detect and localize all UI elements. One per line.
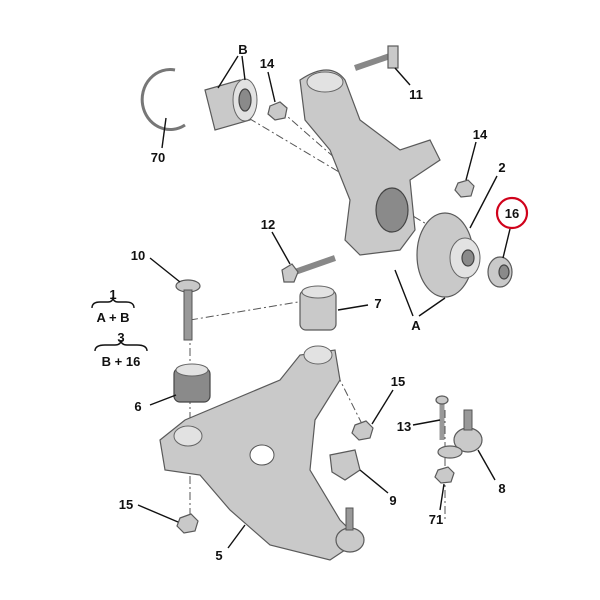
label-5: 5 — [215, 548, 222, 563]
label-14: 14 — [473, 127, 488, 142]
bushing-7 — [299, 285, 337, 331]
lower-control-arm-5 — [159, 345, 361, 561]
label-70: 70 — [151, 150, 165, 165]
nut-71 — [434, 466, 455, 484]
label-12: 12 — [261, 217, 275, 232]
label-kit-1: 1 — [109, 287, 116, 302]
label-kit-3-parts: B + 16 — [102, 354, 141, 369]
label-14: 14 — [260, 56, 275, 71]
wheel-hub-2 — [416, 212, 481, 298]
nut-14 — [267, 101, 288, 121]
label-a: A — [411, 318, 421, 333]
label-b: B — [238, 42, 247, 57]
label-13: 13 — [397, 419, 411, 434]
bolt-10 — [175, 279, 201, 341]
label-11: 11 — [409, 87, 423, 102]
axis-line — [279, 109, 361, 181]
clamp-9 — [329, 449, 361, 481]
nut-14 — [454, 179, 475, 198]
label-6: 6 — [134, 399, 141, 414]
label-15: 15 — [119, 497, 133, 512]
highlight-circle — [495, 196, 529, 230]
ball-joint-8 — [437, 409, 483, 459]
steering-knuckle — [299, 69, 441, 256]
nut-15 — [176, 513, 199, 534]
bolt-12 — [281, 255, 336, 283]
label-9: 9 — [389, 493, 396, 508]
label-2: 2 — [498, 160, 505, 175]
hub-nut-16 — [487, 256, 513, 288]
axis-line — [329, 359, 366, 431]
bolt-13 — [435, 395, 449, 440]
bolt-11 — [354, 45, 399, 71]
arm-ball-joint — [335, 507, 365, 553]
bushing-6 — [173, 363, 211, 403]
axis-line — [189, 299, 311, 321]
label-15: 15 — [391, 374, 405, 389]
circlip-70 — [140, 68, 186, 132]
label-10: 10 — [131, 248, 145, 263]
label-16: 16 — [505, 206, 519, 221]
label-kit-3: 3 — [117, 330, 124, 345]
label-kit-1-parts: A + B — [96, 310, 129, 325]
label-71: 71 — [429, 512, 443, 527]
wheel-bearing-b — [204, 78, 258, 131]
leader-lines — [91, 55, 511, 549]
label-8: 8 — [498, 481, 505, 496]
nut-15 — [351, 420, 374, 441]
label-7: 7 — [374, 296, 381, 311]
